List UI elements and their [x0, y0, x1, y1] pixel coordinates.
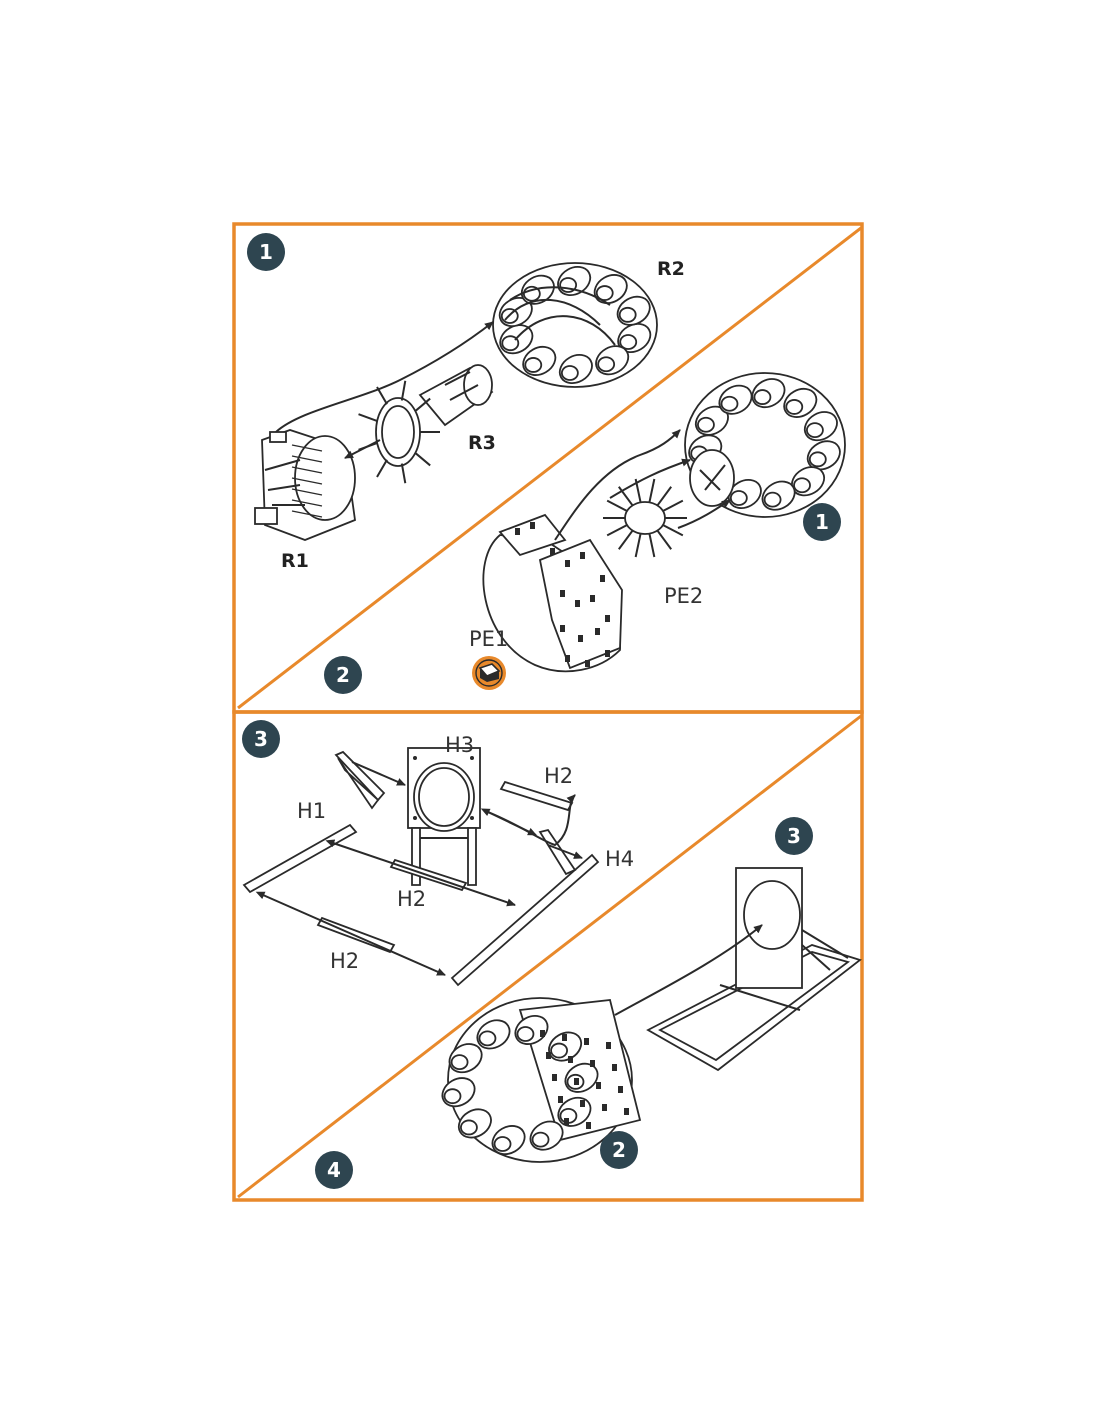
panel-frames: [232, 222, 864, 1202]
step-4-ref-number-3: 3: [787, 824, 801, 848]
step2-engine-drawing: [684, 372, 846, 518]
step2-illustration: [482, 372, 846, 673]
step-2-ref-number: 1: [815, 510, 829, 534]
r2-cylinder-bank-drawing: [492, 262, 658, 388]
step-3-number: 3: [254, 727, 268, 751]
step1-illustration: [254, 262, 658, 541]
engine-stand-drawing: [646, 867, 862, 1072]
panel-divider-bottom: [237, 714, 862, 1199]
step-4-badge: 4: [315, 1151, 353, 1189]
pe1-cowling-band-drawing: [482, 513, 623, 673]
step-1-number: 1: [259, 240, 273, 264]
pe2-star-plate-drawing: [603, 478, 687, 558]
label-h1: H1: [297, 799, 326, 823]
h4-bracket-drawing: [538, 828, 577, 876]
label-pe1: PE1: [469, 627, 508, 651]
step-4-ref-badge-2: 2: [600, 1131, 638, 1169]
step-badges: 1 1 2 3 3 2 4: [242, 233, 841, 1189]
step3-illustration: [242, 747, 600, 987]
label-pe2: PE2: [664, 584, 703, 608]
h2-bar-top-drawing: [499, 780, 574, 812]
label-h4: H4: [605, 847, 634, 871]
label-r1: R1: [281, 550, 309, 572]
label-r3: R3: [468, 432, 496, 454]
label-h2-low: H2: [330, 949, 359, 973]
h3-plate-drawing: [407, 747, 481, 886]
step4-engine-drawing: [441, 997, 642, 1163]
step-2-ref-badge: 1: [803, 503, 841, 541]
h1-rail-left-drawing: [242, 823, 358, 894]
panel-frame-bottom: [232, 710, 864, 1202]
label-h3: H3: [445, 733, 474, 757]
r1-front-housing-drawing: [254, 429, 356, 541]
step4-illustration: [441, 867, 862, 1163]
h1-bracket-drawing: [334, 750, 386, 810]
part-labels: R2 R3 R1 PE2 PE1 H3 H2 H1 H4 H2 H2: [281, 258, 703, 973]
panel-divider-top: [237, 226, 862, 710]
r3-crankcase-drawing: [358, 364, 494, 484]
step-2-number: 2: [336, 663, 350, 687]
step-3-badge: 3: [242, 720, 280, 758]
label-h2-top: H2: [544, 764, 573, 788]
step-4-number: 4: [327, 1158, 341, 1182]
step-2-badge: 2: [324, 656, 362, 694]
step-4-ref-number-2: 2: [612, 1138, 626, 1162]
label-h2-mid: H2: [397, 887, 426, 911]
step-4-ref-badge-3: 3: [775, 817, 813, 855]
step-1-badge: 1: [247, 233, 285, 271]
photo-etch-part-icon: [472, 656, 506, 690]
h1-rail-right-drawing: [450, 853, 600, 987]
label-r2: R2: [657, 258, 685, 280]
